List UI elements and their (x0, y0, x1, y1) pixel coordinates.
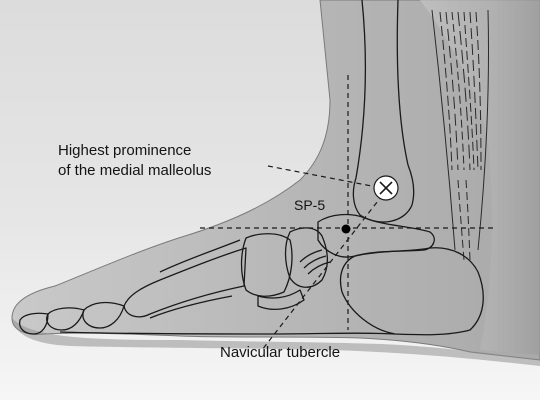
malleolus-marker-icon (373, 175, 399, 201)
malleolus-label-line1: Highest prominence (58, 142, 192, 159)
sole-shadow (12, 318, 540, 366)
malleolus-label-line2: of the medial malleolus (58, 162, 212, 179)
achilles-tendon (431, 9, 490, 261)
leg-shading (420, 0, 540, 355)
guide-diagonal (261, 187, 389, 351)
guide-malleolus-leader (267, 165, 383, 189)
navicular-label: Navicular tubercle (220, 344, 341, 361)
malleolus-label: Highest prominence of the medial malleol… (58, 141, 211, 181)
acupoint-dot-icon (341, 224, 351, 234)
leg-silhouette (11, 0, 540, 361)
point-label: SP-5 (294, 197, 326, 213)
tibia (352, 0, 415, 223)
foot-bones (18, 213, 484, 336)
